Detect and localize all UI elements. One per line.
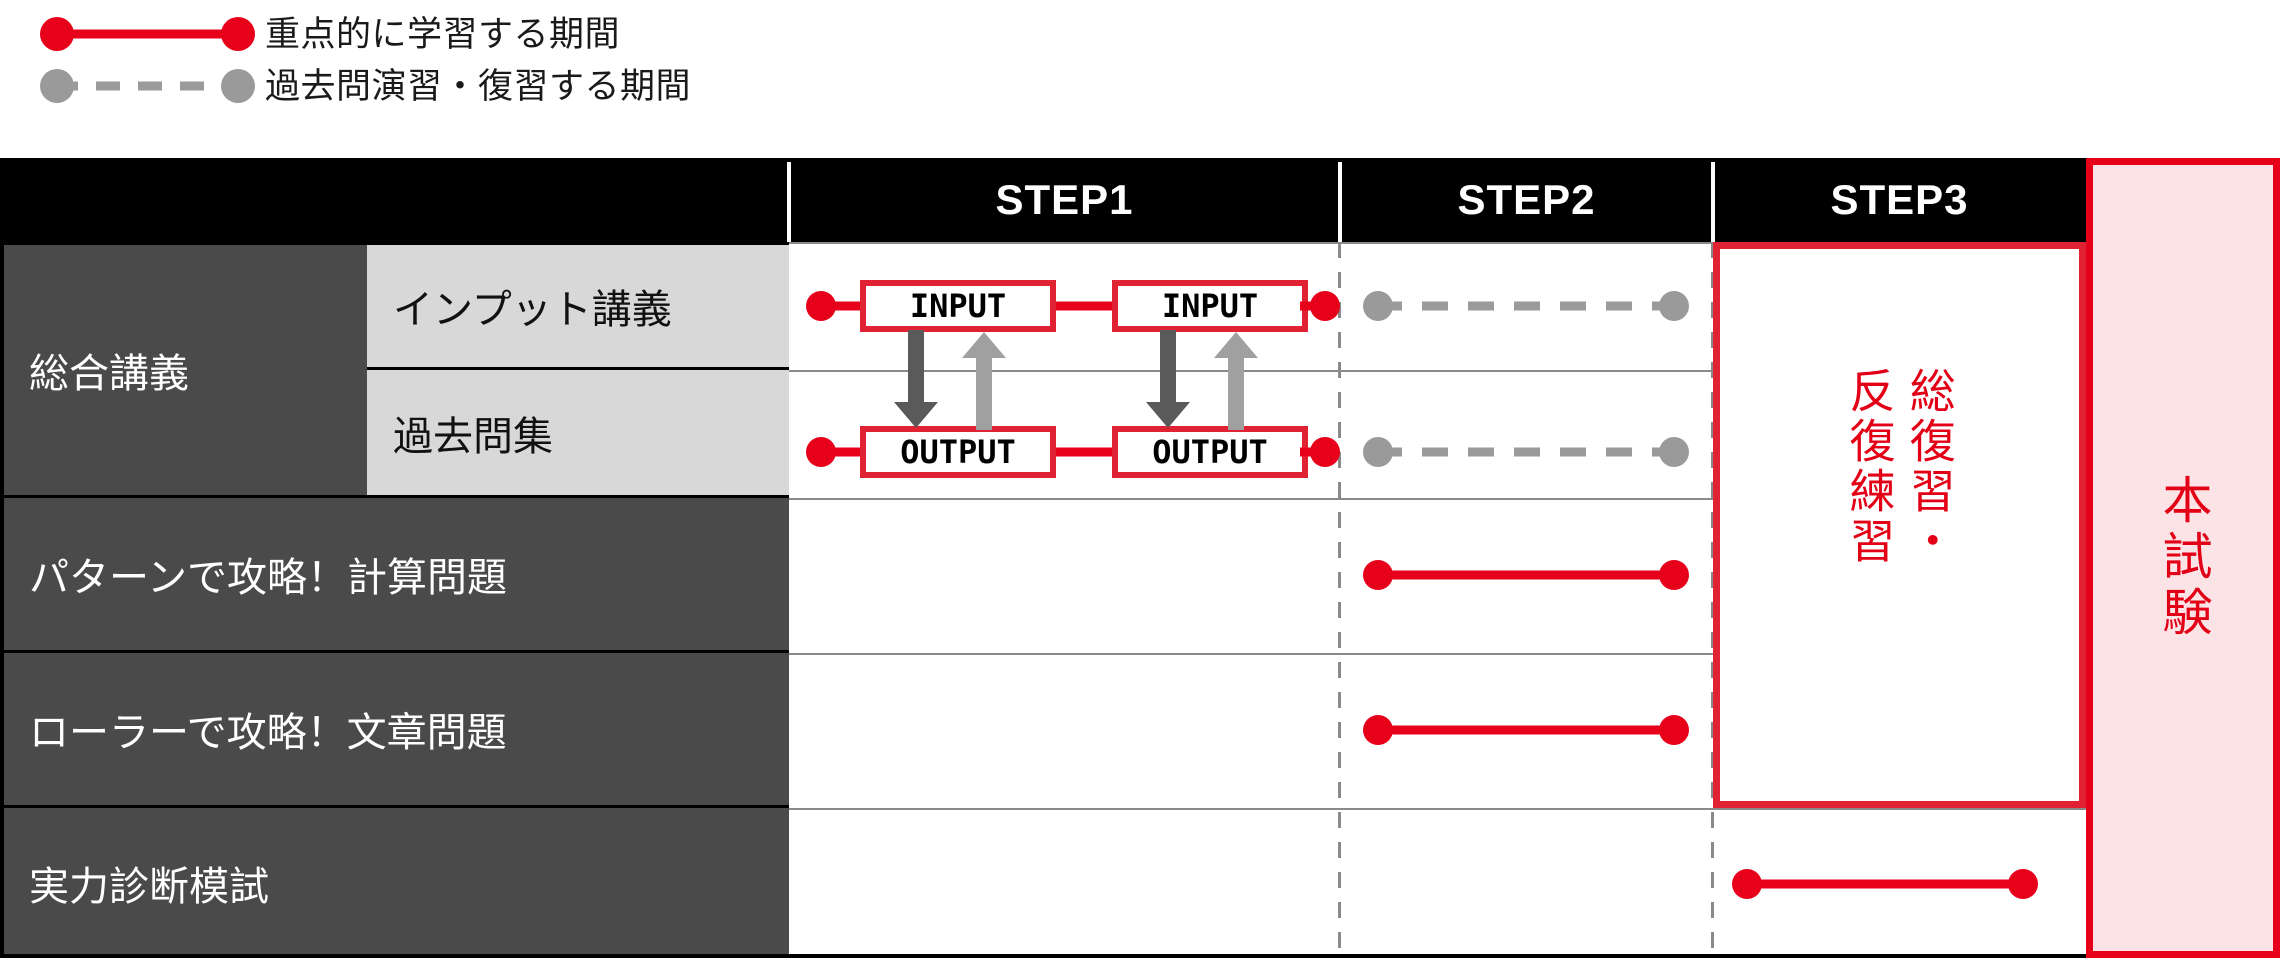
row-label-pattern-calculation: パターンで攻略！計算問題	[0, 498, 789, 653]
header-separator	[1338, 158, 1342, 242]
period-bar-row1-step2	[1363, 291, 1689, 321]
row-divider	[789, 808, 2086, 810]
header-step1: STEP1	[789, 158, 1340, 242]
legend: 重点的に学習する期間 過去問演習・復習する期間	[40, 8, 940, 112]
step3-note: 反復練習 総復習・	[1842, 249, 1957, 801]
period-line-solid	[1376, 725, 1676, 735]
exam-column-label: 本試験	[2155, 474, 2212, 642]
step-divider-1-2	[1338, 242, 1341, 958]
legend-item-review: 過去問演習・復習する期間	[40, 60, 940, 112]
connector-line	[1056, 447, 1112, 457]
legend-label-focus: 重点的に学習する期間	[265, 14, 621, 54]
period-dot-icon	[1310, 291, 1340, 321]
row-label-diagnostic-mock: 実力診断模試	[0, 808, 789, 958]
step3-note-line2: 反復練習	[1843, 367, 1896, 567]
header-corner-cell	[0, 158, 789, 242]
period-line-dashed	[1376, 447, 1676, 457]
period-line-dashed	[1376, 301, 1676, 311]
table-border-left	[0, 158, 4, 958]
legend-label-review: 過去問演習・復習する期間	[265, 66, 692, 106]
step-divider-2-3	[1711, 242, 1714, 958]
legend-dot-right-icon	[221, 17, 255, 51]
header-step2: STEP2	[1340, 158, 1713, 242]
legend-dot-right-icon	[221, 69, 255, 103]
connector-line	[1056, 301, 1112, 311]
exam-column: 本試験	[2086, 158, 2280, 958]
period-bar-row5-step3	[1732, 869, 2038, 899]
table-border-top	[0, 158, 2086, 162]
group-label-comprehensive-lecture: 総合講義	[0, 242, 367, 498]
period-dot-icon	[1659, 437, 1689, 467]
input-box-1: INPUT	[860, 280, 1056, 332]
output-box-1: OUTPUT	[860, 426, 1056, 478]
period-line-solid	[1376, 570, 1676, 580]
period-dot-icon	[1310, 437, 1340, 467]
table-border-bottom	[0, 954, 2086, 958]
step3-review-region: 反復練習 総復習・	[1713, 242, 2086, 808]
table-grid: STEP1 STEP2 STEP3 総合講義 インプット講義 過去問集 パターン…	[0, 158, 2280, 958]
output-box-2: OUTPUT	[1112, 426, 1308, 478]
study-schedule-table: STEP1 STEP2 STEP3 総合講義 インプット講義 過去問集 パターン…	[0, 158, 2280, 958]
period-dot-icon	[1659, 291, 1689, 321]
legend-line-dashed	[54, 81, 241, 91]
row-divider	[789, 498, 2086, 500]
legend-sample-solid	[40, 17, 255, 51]
row-label-roller-text: ローラーで攻略！文章問題	[0, 653, 789, 808]
input-box-2: INPUT	[1112, 280, 1308, 332]
period-line-solid	[1745, 879, 2025, 889]
connector-line	[826, 447, 864, 457]
period-dot-icon	[2008, 869, 2038, 899]
header-step3: STEP3	[1713, 158, 2086, 242]
row-divider	[789, 370, 2086, 372]
subrow-label-input-lecture: インプット講義	[367, 242, 789, 370]
marker-output-end	[1300, 426, 1356, 478]
marker-input-end	[1300, 280, 1356, 332]
cycle-arrows-1	[894, 330, 1006, 430]
period-bar-row3-step2	[1363, 560, 1689, 590]
connector-line	[826, 301, 864, 311]
period-dot-icon	[1659, 560, 1689, 590]
subrow-label-past-questions: 過去問集	[367, 370, 789, 498]
row-divider	[789, 653, 2086, 655]
period-bar-row4-step2	[1363, 715, 1689, 745]
period-dot-icon	[1659, 715, 1689, 745]
header-separator	[1711, 158, 1715, 242]
row-divider	[789, 242, 2086, 244]
legend-item-focus: 重点的に学習する期間	[40, 8, 940, 60]
header-separator	[787, 158, 791, 242]
step3-note-line1: 総復習・	[1903, 367, 1956, 567]
legend-line-solid	[54, 29, 241, 39]
legend-sample-dashed	[40, 69, 255, 103]
period-bar-row2-step2	[1363, 437, 1689, 467]
marker-output-start	[806, 426, 864, 478]
cycle-arrows-2	[1146, 330, 1258, 430]
marker-input-start	[806, 280, 864, 332]
